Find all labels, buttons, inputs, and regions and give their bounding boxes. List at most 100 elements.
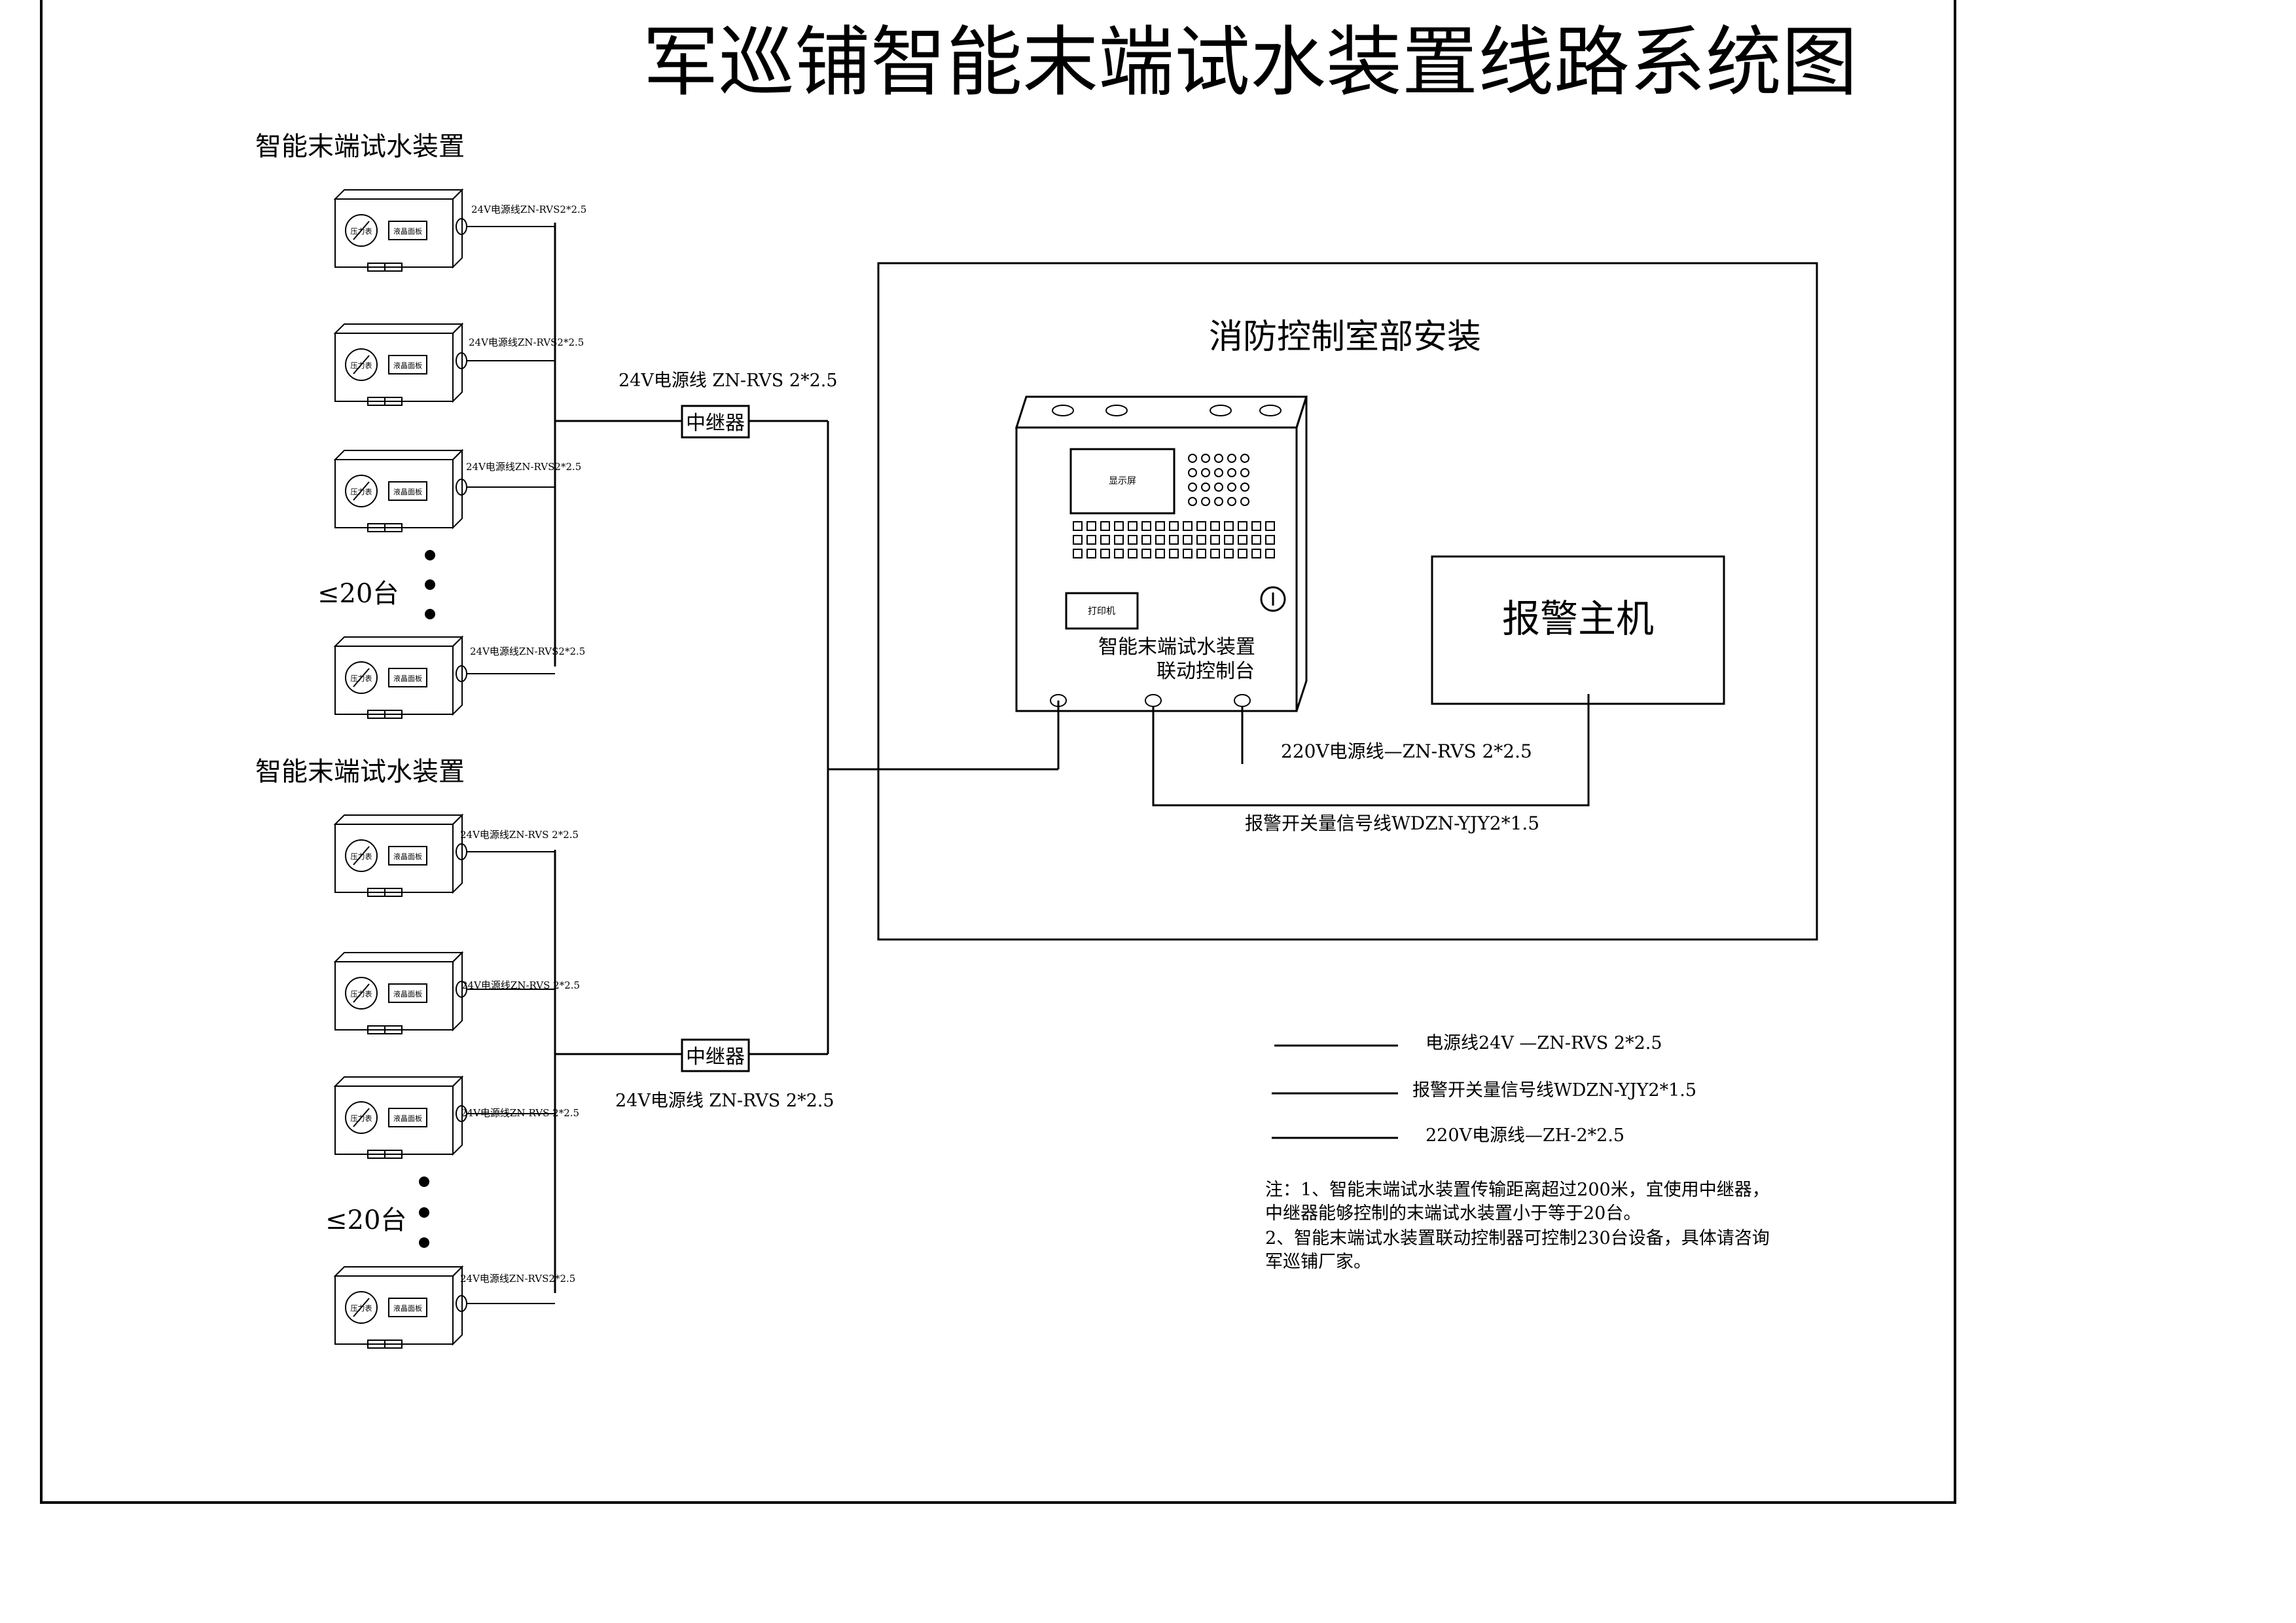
keypad-key (1114, 549, 1124, 558)
pressure-gauge-icon (345, 1291, 378, 1324)
console-printer-label: 打印机 (1088, 606, 1115, 617)
ellipsis-dot (425, 609, 435, 619)
console-keypad (1073, 521, 1275, 558)
keypad-key (1100, 535, 1110, 545)
device-list-top: 压力表液晶面板24V电源线ZN-RVS2*2.5压力表液晶面板24V电源线ZN-… (333, 188, 586, 719)
device-cable-label: 24V电源线ZN-RVS 2*2.5 (461, 979, 580, 991)
note-line: 军巡铺厂家。 (1265, 1252, 1371, 1272)
indicator-led (1227, 497, 1236, 506)
keypad-key (1128, 535, 1138, 545)
control-room-title: 消防控制室部安装 (1209, 318, 1481, 357)
indicator-led (1188, 483, 1197, 492)
indicator-led (1240, 454, 1249, 463)
keypad-key (1128, 521, 1138, 531)
keypad-key (1073, 521, 1083, 531)
indicator-led (1227, 483, 1236, 492)
indicator-led (1227, 454, 1236, 463)
keypad-key (1114, 535, 1124, 545)
console-screen (1069, 448, 1175, 515)
pressure-gauge-icon (345, 348, 378, 381)
pressure-gauge-label: 压力表 (351, 674, 372, 683)
keypad-key (1238, 535, 1247, 545)
pressure-gauge-label: 压力表 (351, 487, 372, 496)
group-bottom-label: 智能末端试水装置 (255, 757, 465, 787)
indicator-led (1201, 483, 1210, 492)
terminal-device: 压力表液晶面板24V电源线ZN-RVS2*2.5 (333, 1265, 575, 1349)
note-line: 2、智能末端试水装置联动控制器可控制230台设备，具体请咨询 (1265, 1228, 1770, 1249)
repeater-top-label: 中继器 (686, 412, 745, 435)
keypad-key (1265, 521, 1275, 531)
lcd-panel (388, 481, 427, 501)
pressure-gauge-label: 压力表 (351, 361, 372, 370)
keypad-key (1210, 549, 1220, 558)
indicator-led (1188, 468, 1197, 477)
keypad-key (1251, 535, 1261, 545)
linkage-console: 显示屏 打印机 智能末端试水装置 联动控制台 (1014, 395, 1308, 712)
indicator-led (1240, 483, 1249, 492)
indicator-led (1214, 483, 1223, 492)
keypad-key (1183, 535, 1193, 545)
device-cable-label: 24V电源线ZN-RVS2*2.5 (469, 337, 584, 348)
keypad-key (1073, 549, 1083, 558)
repeater-bottom-cable-label: 24V电源线 ZN-RVS 2*2.5 (615, 1091, 834, 1111)
terminal-device: 压力表液晶面板24V电源线ZN-RVS2*2.5 (333, 635, 585, 719)
console-screen-label: 显示屏 (1109, 476, 1136, 486)
indicator-led (1214, 454, 1223, 463)
legend-label-24v: 电源线24V —ZN-RVS 2*2.5 (1426, 1033, 1662, 1053)
keypad-key (1196, 549, 1206, 558)
keypad-key (1169, 549, 1179, 558)
lcd-panel-label: 液晶面板 (393, 1304, 422, 1313)
alarm-signal-label: 报警开关量信号线WDZN-YJY2*1.5 (1245, 812, 1539, 834)
ellipsis-dot (419, 1207, 429, 1218)
lcd-panel-label: 液晶面板 (393, 361, 422, 370)
console-name-line1: 智能末端试水装置 (1098, 636, 1255, 659)
ellipsis-dot (425, 550, 435, 560)
keypad-key (1196, 535, 1206, 545)
ellipsis-dot (419, 1237, 429, 1248)
pressure-gauge-label: 压力表 (351, 1114, 372, 1123)
keypad-key (1169, 521, 1179, 531)
legend-label-220v: 220V电源线—ZH-2*2.5 (1426, 1125, 1624, 1146)
note-line: 注：1、智能末端试水装置传输距离超过200米，宜使用中继器， (1265, 1180, 1770, 1200)
pressure-gauge-icon (345, 839, 378, 872)
keypad-key (1086, 549, 1096, 558)
indicator-led (1201, 497, 1210, 506)
pressure-gauge-icon (345, 661, 378, 694)
terminal-device: 压力表液晶面板24V电源线ZN-RVS 2*2.5 (333, 951, 580, 1034)
keypad-key (1265, 535, 1275, 545)
lcd-panel-label: 液晶面板 (393, 487, 422, 496)
indicator-led (1201, 454, 1210, 463)
keypad-key (1141, 521, 1151, 531)
terminal-device: 压力表 液晶面板 24V电源线ZN-RVS2*2.5 (333, 322, 584, 406)
terminal-device: 压力表液晶面板24V电源线ZN-RVS2*2.5 (333, 448, 581, 532)
lcd-panel (388, 983, 427, 1003)
keypad-key (1210, 535, 1220, 545)
lcd-panel (388, 221, 427, 240)
console-printer (1065, 592, 1139, 630)
lcd-panel-label: 液晶面板 (393, 852, 422, 861)
lcd-panel (388, 355, 427, 374)
pressure-gauge-label: 压力表 (351, 1304, 372, 1313)
keypad-key (1086, 521, 1096, 531)
pressure-gauge-icon (345, 1101, 378, 1134)
indicator-led (1240, 497, 1249, 506)
console-name-line2: 联动控制台 (1157, 660, 1255, 683)
pressure-gauge-icon (345, 475, 378, 507)
keypad-key (1224, 521, 1234, 531)
alarm-host-label: 报警主机 (1502, 596, 1654, 641)
drawing-frame (40, 0, 1956, 1504)
keypad-key (1141, 535, 1151, 545)
count-note-top: ≤20台 (317, 579, 399, 609)
keypad-key (1155, 521, 1165, 531)
device-cable-label: 24V电源线ZN-RVS 2*2.5 (460, 829, 579, 841)
lcd-panel (388, 668, 427, 687)
device-cable-label: 24V电源线ZN-RVS2*2.5 (470, 646, 585, 657)
keypad-key (1183, 549, 1193, 558)
keypad-key (1073, 535, 1083, 545)
lcd-panel-label: 液晶面板 (393, 1114, 422, 1123)
diagram-title: 军巡铺智能末端试水装置线路系统图 (643, 18, 1857, 107)
device-list-bottom: 压力表液晶面板24V电源线ZN-RVS 2*2.5压力表液晶面板24V电源线ZN… (333, 813, 580, 1349)
keypad-key (1224, 535, 1234, 545)
note-line: 中继器能够控制的末端试水装置小于等于20台。 (1265, 1203, 1641, 1224)
console-port (1050, 694, 1067, 707)
